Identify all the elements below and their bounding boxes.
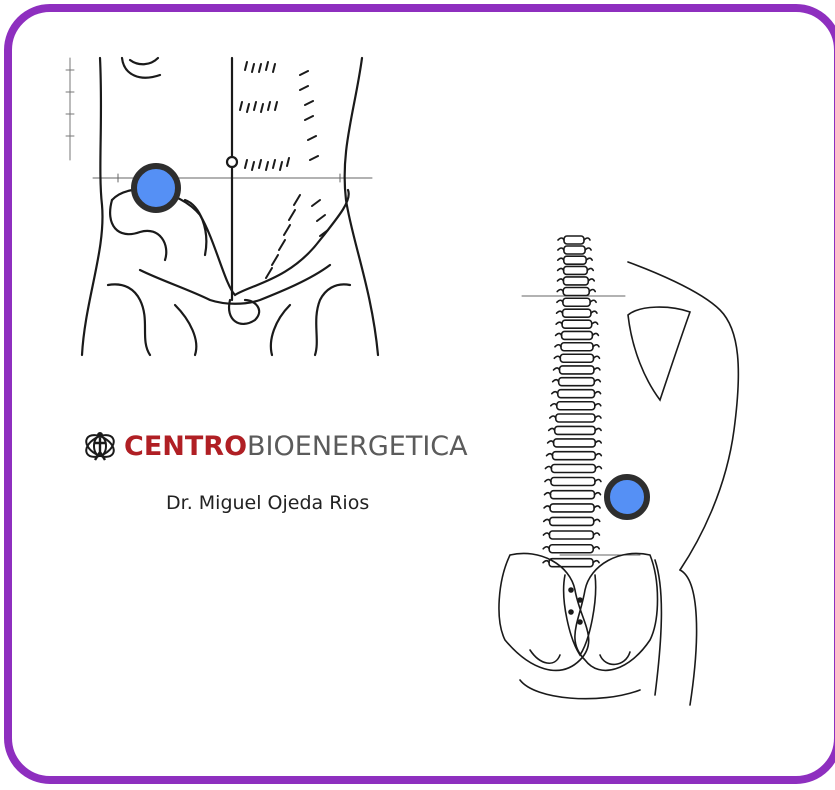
vertebra	[557, 402, 595, 410]
vertebra	[562, 320, 592, 328]
vertebra	[551, 465, 595, 473]
spine-diagram	[499, 236, 738, 705]
brand-name-bold: CENTRO	[124, 431, 247, 462]
vertebra	[558, 390, 595, 398]
vertebra	[563, 298, 590, 306]
brand-name-light: BIOENERGETICA	[247, 431, 468, 462]
vertebra-process	[543, 547, 599, 549]
vertebra	[560, 366, 594, 374]
abdomen-diagram	[66, 58, 378, 355]
vertebra-process	[544, 493, 600, 495]
vertebra-process	[558, 258, 592, 260]
vertebra	[564, 236, 584, 244]
doctor-name: Dr. Miguel Ojeda Rios	[166, 492, 369, 514]
vertebra	[559, 378, 595, 386]
vertebra	[555, 426, 595, 434]
vertebra	[563, 309, 591, 317]
vertebra	[549, 545, 593, 553]
vertebra	[550, 504, 594, 512]
vertebra-process	[544, 506, 600, 508]
vertebra-process	[547, 454, 602, 456]
vertebra	[564, 246, 585, 254]
vertebra-process	[550, 416, 601, 418]
vertebra-process	[543, 533, 599, 535]
vertebra	[550, 491, 594, 499]
vertebra-process	[549, 428, 601, 430]
marker-lower-back	[607, 477, 647, 517]
vertebra-process	[545, 467, 601, 469]
vertebra	[563, 288, 589, 296]
vertebra-process	[558, 238, 590, 240]
vertebra-process	[544, 519, 600, 521]
vertebra-process	[553, 380, 601, 382]
vertebra-process	[554, 368, 600, 370]
vertebra-process	[548, 441, 602, 443]
vertebra-process	[551, 404, 601, 406]
vertebra	[560, 354, 593, 362]
vertebra	[556, 414, 595, 422]
spiral-person-logo-icon	[82, 428, 118, 464]
vertebra	[564, 256, 586, 264]
vertebra	[549, 531, 593, 539]
vertebra	[564, 266, 588, 274]
vertebra-process	[558, 248, 591, 250]
vertebra	[554, 439, 596, 447]
marker-abdomen	[134, 166, 178, 210]
vertebra	[561, 343, 593, 351]
vertebra-process	[552, 392, 601, 394]
vertebra	[562, 331, 593, 339]
vertebra-process	[545, 480, 601, 482]
vertebra	[563, 277, 588, 285]
vertebra	[553, 452, 596, 460]
vertebra	[550, 517, 594, 525]
vertebra	[551, 478, 595, 486]
